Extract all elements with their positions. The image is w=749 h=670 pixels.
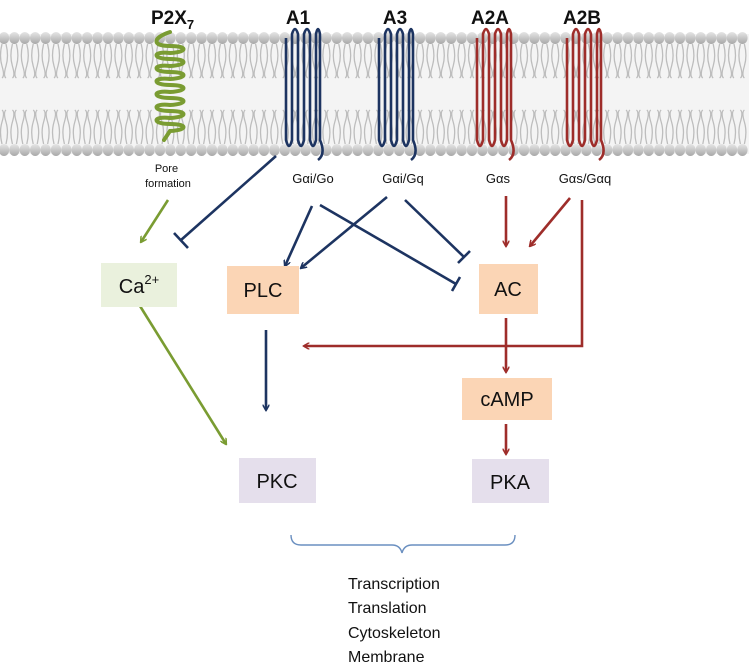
a3-receptor-helices xyxy=(377,27,417,162)
outcome-brace xyxy=(290,534,516,554)
a2b-label: A2B xyxy=(563,8,601,29)
gprotein-a2a-label: Gαs xyxy=(486,171,511,186)
node-pkc: PKC xyxy=(239,458,316,503)
a1-receptor-helices xyxy=(284,27,324,162)
a1-label: A1 xyxy=(286,8,311,29)
arrow-p2x7-to-ca xyxy=(141,199,170,242)
inhibit-bar-ca xyxy=(173,232,189,249)
node-camp: cAMP xyxy=(462,378,552,420)
outcome-membrane: Membrane xyxy=(348,649,425,666)
gprotein-a3-label: Gαi/Gq xyxy=(382,171,423,186)
p2x7-label: P2X7 xyxy=(151,8,194,32)
a2a-label: A2A xyxy=(471,8,509,29)
outcome-translation: Translation xyxy=(348,600,427,617)
svg-text:cAMP: cAMP xyxy=(480,389,533,411)
arrow-ca-to-pkc xyxy=(138,305,226,444)
outcome-list: Transcription Translation Cytoskeleton M… xyxy=(348,576,445,666)
node-ca: Ca2+ xyxy=(101,263,177,307)
inhibit-a3-to-ac xyxy=(404,199,465,258)
inhibit-a1-to-ca xyxy=(180,155,277,241)
gprotein-a2b-label: Gαs/Gαq xyxy=(559,171,612,186)
svg-text:Ca2+: Ca2+ xyxy=(119,272,159,298)
arrow-a2b-to-plc xyxy=(304,200,584,346)
inhibit-bar-ac-2 xyxy=(457,250,471,264)
svg-text:PKC: PKC xyxy=(256,471,297,493)
pathway-arrows xyxy=(138,155,584,454)
node-plc: PLC xyxy=(227,266,299,314)
gprotein-a1-label: Gαi/Go xyxy=(292,171,333,186)
outcome-transcription: Transcription xyxy=(348,576,440,593)
svg-text:AC: AC xyxy=(494,279,522,301)
lipid-bilayer-membrane xyxy=(0,32,749,156)
p2x7-receptor-helix xyxy=(154,30,186,142)
svg-text:PKA: PKA xyxy=(490,472,531,494)
pore-formation-label: Pore formation xyxy=(145,163,191,190)
arrow-a3-to-plc xyxy=(301,195,388,268)
a3-label: A3 xyxy=(383,8,407,29)
inhibit-a1-to-ac xyxy=(319,203,457,286)
a2a-receptor-helices xyxy=(475,27,515,162)
a2b-receptor-helices xyxy=(565,27,605,162)
node-pka: PKA xyxy=(472,459,549,503)
svg-text:PLC: PLC xyxy=(244,280,283,302)
inhibit-bar-ac-1 xyxy=(450,276,462,292)
node-ac: AC xyxy=(479,264,538,314)
outcome-cytoskeleton: Cytoskeleton xyxy=(348,625,441,642)
arrow-a2b-to-ac xyxy=(530,197,571,246)
arrow-a1-to-plc xyxy=(285,205,314,266)
